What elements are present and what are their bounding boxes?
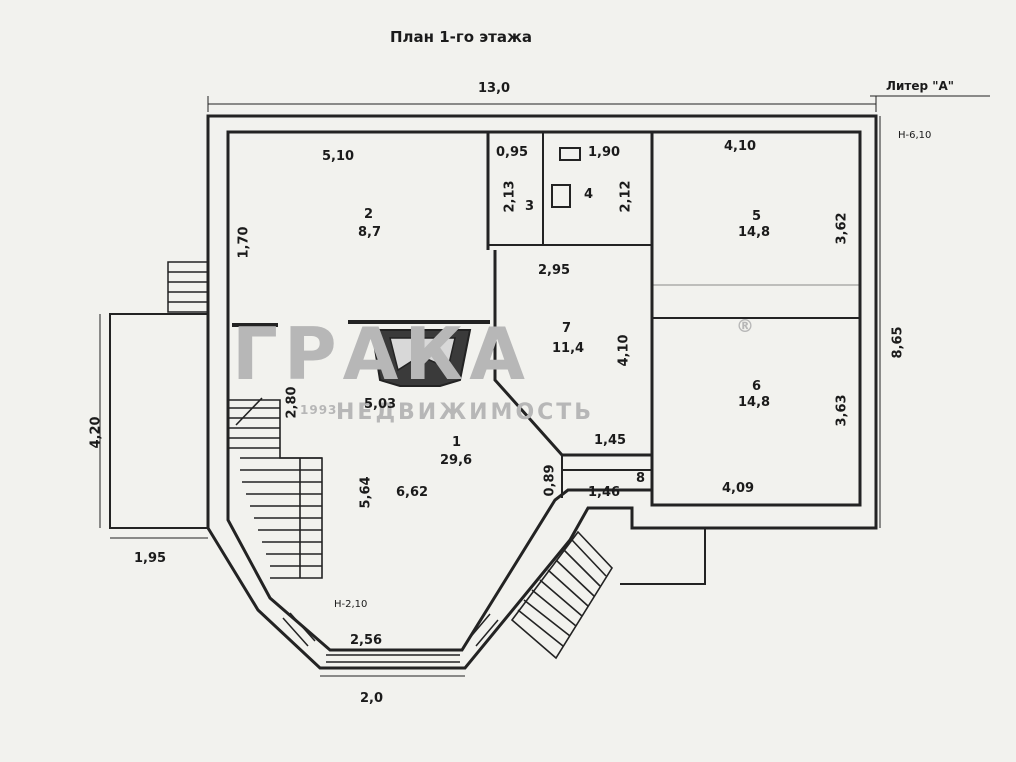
left-porch	[109, 313, 208, 529]
dim-room2-side: 1,70	[236, 226, 252, 259]
dim-bay-outer: 2,0	[360, 691, 384, 706]
watermark-year: 1993	[300, 403, 338, 417]
dim-hall-width: 2,95	[538, 263, 571, 278]
porch-steps	[167, 261, 209, 313]
room-1-number: 1	[452, 435, 462, 450]
dim-stairs-side: 2,80	[284, 386, 300, 419]
room-2-number: 2	[364, 207, 374, 222]
dim-room8-side: 0,89	[542, 464, 558, 497]
dimension-lines	[99, 95, 990, 677]
entry-landing	[620, 527, 706, 585]
dim-room5-top: 4,10	[724, 139, 757, 154]
wc-fixture	[551, 184, 571, 208]
dim-right-total: 8,65	[890, 326, 906, 359]
bay-window	[282, 612, 499, 663]
interior-staircase	[228, 397, 323, 579]
watermark-logo: ГРАКА	[232, 312, 531, 396]
watermark-reg: ®	[736, 316, 754, 337]
dim-room1-width: 5,03	[364, 397, 397, 412]
dim-wc-side: 2,12	[618, 180, 634, 213]
dim-wc-top: 1,90	[588, 145, 621, 160]
room-5-number: 5	[752, 209, 762, 224]
room-4-number: 4	[584, 187, 594, 202]
dim-room1-depth: 5,64	[358, 476, 374, 509]
dim-room6-bottom: 4,09	[722, 481, 755, 496]
dim-bath-side: 2,13	[502, 180, 518, 213]
dim-room2-top: 5,10	[322, 149, 355, 164]
height-note: Н-6,10	[898, 130, 932, 141]
dim-room6-side: 3,63	[834, 394, 850, 427]
dim-porch-width: 1,95	[134, 551, 167, 566]
room-5-area: 14,8	[738, 225, 771, 240]
dim-porch-side: 4,20	[88, 416, 104, 449]
room-6-area: 14,8	[738, 395, 771, 410]
room-7-area: 11,4	[552, 341, 585, 356]
ceiling-note: Н-2,10	[334, 599, 368, 610]
room-2-area: 8,7	[358, 225, 382, 240]
dim-bay-inner: 2,56	[350, 633, 383, 648]
dim-bath-top: 0,95	[496, 145, 529, 160]
dim-top-total: 13,0	[478, 81, 511, 96]
room-6-number: 6	[752, 379, 762, 394]
room-7-number: 7	[562, 321, 572, 336]
dim-room1-mid: 6,62	[396, 485, 429, 500]
room-1-area: 29,6	[440, 453, 473, 468]
watermark-sub: НЕДВИЖИМОСТЬ	[336, 400, 595, 425]
dim-hall-side: 4,10	[616, 334, 632, 367]
hall-partition	[493, 250, 652, 457]
dim-room5-side: 3,62	[834, 212, 850, 245]
fireplace-opening	[389, 337, 456, 372]
outer-stair	[510, 530, 614, 660]
dim-room8-width: 1,46	[588, 485, 621, 500]
plan-title: План 1-го этажа	[390, 28, 533, 46]
outer-wall	[206, 114, 878, 670]
room-8-number: 8	[636, 471, 646, 486]
dim-room8-top: 1,45	[594, 433, 627, 448]
room-3-number: 3	[525, 199, 535, 214]
litera-label: Литер "А"	[886, 79, 955, 93]
basin-fixture	[559, 147, 581, 161]
